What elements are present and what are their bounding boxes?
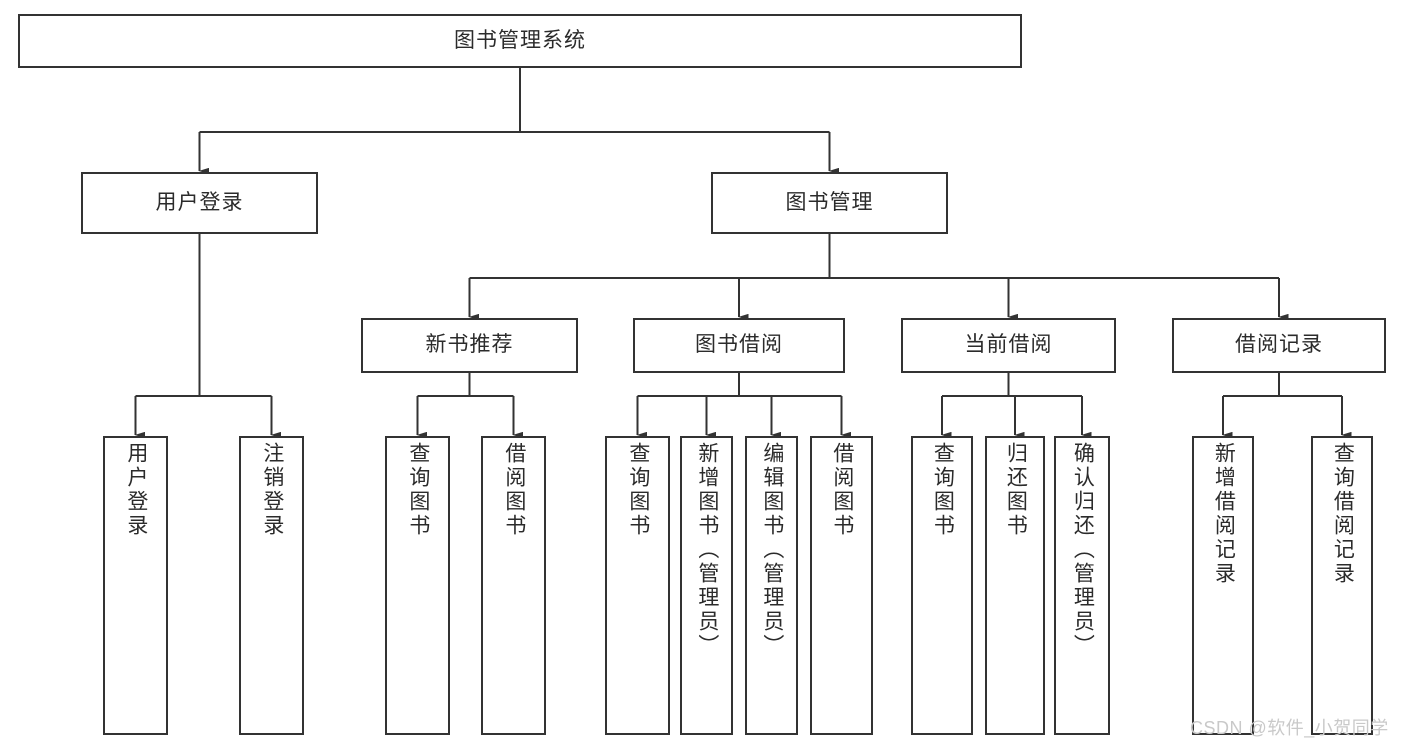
node-label: 编辑图书（管理员） bbox=[760, 442, 784, 658]
node-label: 图书借阅 bbox=[695, 333, 783, 357]
node-leaf-borrow-4[interactable]: 借阅图书 bbox=[810, 436, 873, 735]
node-leaf-new-1[interactable]: 查询图书 bbox=[385, 436, 450, 735]
node-leaf-login-2[interactable]: 注销登录 bbox=[239, 436, 304, 735]
node-label: 新增借阅记录 bbox=[1212, 442, 1236, 586]
node-label: 查询图书 bbox=[626, 442, 650, 538]
node-label: 图书管理系统 bbox=[454, 28, 586, 52]
node-label: 当前借阅 bbox=[964, 333, 1053, 357]
node-label: 借阅图书 bbox=[830, 442, 854, 538]
node-bookmgmt[interactable]: 图书管理 bbox=[711, 172, 948, 234]
node-records[interactable]: 借阅记录 bbox=[1172, 318, 1386, 373]
node-label: 确认归还（管理员） bbox=[1071, 442, 1095, 658]
node-label: 归还图书 bbox=[1004, 442, 1028, 538]
node-newbook[interactable]: 新书推荐 bbox=[361, 318, 578, 373]
node-label: 借阅图书 bbox=[502, 442, 526, 538]
node-leaf-cur-3[interactable]: 确认归还（管理员） bbox=[1054, 436, 1110, 735]
node-leaf-borrow-3[interactable]: 编辑图书（管理员） bbox=[745, 436, 798, 735]
node-label: 新增图书（管理员） bbox=[695, 442, 719, 658]
node-leaf-borrow-2[interactable]: 新增图书（管理员） bbox=[680, 436, 733, 735]
node-leaf-login-1[interactable]: 用户登录 bbox=[103, 436, 168, 735]
node-leaf-cur-1[interactable]: 查询图书 bbox=[911, 436, 973, 735]
node-login[interactable]: 用户登录 bbox=[81, 172, 318, 234]
node-borrow[interactable]: 图书借阅 bbox=[633, 318, 845, 373]
node-label: 查询图书 bbox=[406, 442, 430, 538]
node-label: 用户登录 bbox=[155, 190, 244, 214]
node-label: 图书管理 bbox=[785, 190, 874, 214]
node-current[interactable]: 当前借阅 bbox=[901, 318, 1116, 373]
node-leaf-rec-1[interactable]: 新增借阅记录 bbox=[1192, 436, 1254, 735]
node-label: 新书推荐 bbox=[425, 333, 514, 357]
csdn-watermark: CSDN @软件_小贺同学 bbox=[1190, 718, 1389, 738]
node-label: 查询图书 bbox=[931, 442, 955, 538]
node-label: 借阅记录 bbox=[1235, 333, 1323, 357]
node-leaf-new-2[interactable]: 借阅图书 bbox=[481, 436, 546, 735]
node-label: 查询借阅记录 bbox=[1331, 442, 1355, 586]
node-leaf-borrow-1[interactable]: 查询图书 bbox=[605, 436, 670, 735]
node-label: 注销登录 bbox=[260, 442, 284, 538]
node-leaf-cur-2[interactable]: 归还图书 bbox=[985, 436, 1045, 735]
node-root[interactable]: 图书管理系统 bbox=[18, 14, 1022, 68]
node-label: 用户登录 bbox=[124, 442, 148, 538]
node-leaf-rec-2[interactable]: 查询借阅记录 bbox=[1311, 436, 1373, 735]
